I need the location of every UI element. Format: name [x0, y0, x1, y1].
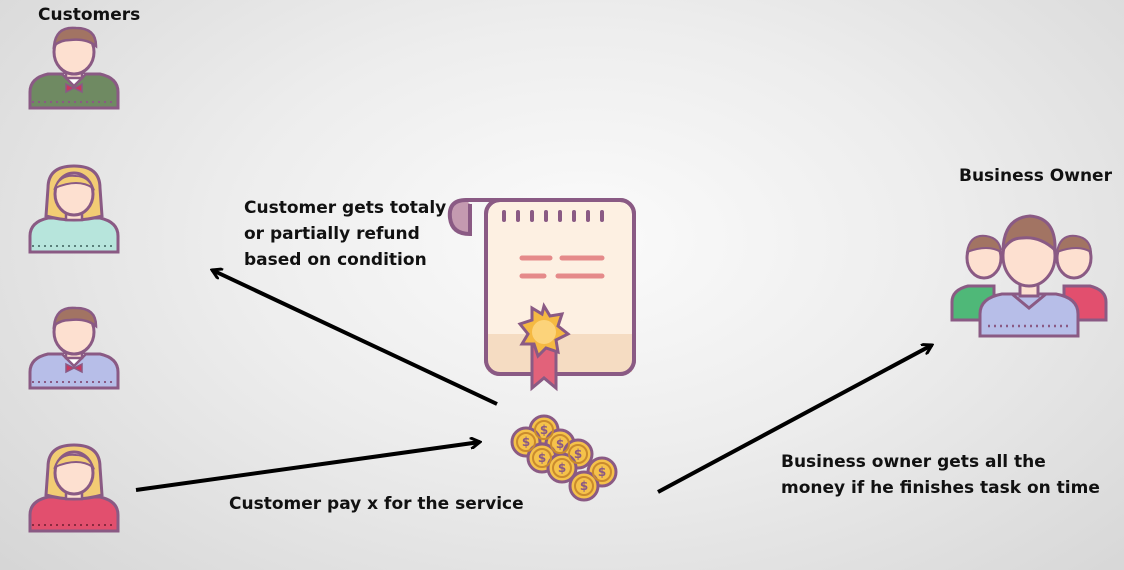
woman-avatar-icon	[28, 164, 120, 254]
owner-payout-arrow	[657, 345, 932, 494]
people-group-icon	[950, 214, 1108, 338]
svg-text:$: $	[538, 451, 546, 465]
man-avatar-icon	[28, 306, 120, 390]
svg-text:$: $	[556, 437, 564, 451]
owner-payout-label-line-1: Business owner gets all the	[781, 452, 1046, 472]
svg-text:$: $	[598, 465, 606, 479]
svg-text:$: $	[580, 479, 588, 493]
man-avatar-icon	[28, 26, 120, 110]
refund-label-line-1: Customer gets totaly	[244, 198, 447, 218]
woman-avatar-icon	[28, 443, 120, 533]
refund-label: Customer gets totaly or partially refund…	[244, 195, 446, 273]
owner-payout-label: Business owner gets all the money if he …	[781, 449, 1100, 501]
svg-text:$: $	[574, 447, 582, 461]
svg-text:$: $	[522, 435, 530, 449]
coins-icon: $ $ $ $ $ $ $ $	[510, 414, 618, 502]
owner-payout-label-line-2: money if he finishes task on time	[781, 478, 1100, 498]
refund-arrow	[212, 270, 498, 406]
certificate-scroll-icon	[447, 198, 636, 392]
business-owner-heading: Business Owner	[959, 166, 1112, 186]
payment-arrow	[135, 442, 480, 492]
refund-label-line-3: based on condition	[244, 250, 427, 270]
customers-heading: Customers	[38, 5, 141, 25]
svg-text:$: $	[558, 461, 566, 475]
payment-label: Customer pay x for the service	[229, 494, 524, 514]
svg-text:$: $	[540, 423, 548, 437]
refund-label-line-2: or partially refund	[244, 224, 420, 244]
